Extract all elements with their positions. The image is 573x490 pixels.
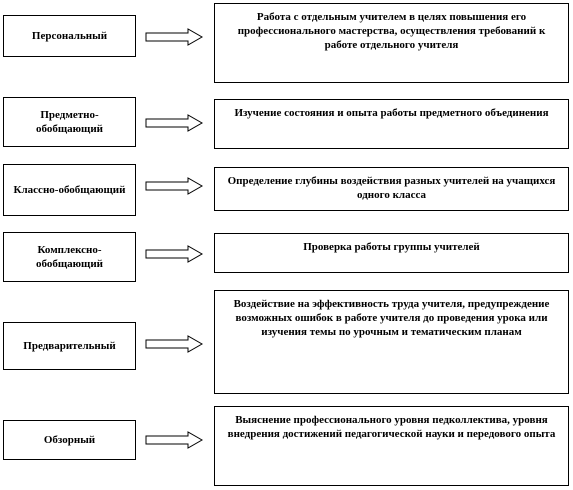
control-type-label: Предметно-обобщающий bbox=[35, 109, 103, 135]
control-type-label: Классно-обобщающий bbox=[13, 184, 126, 196]
control-type-box-subject: Предметно-обобщающий bbox=[3, 97, 136, 147]
control-type-label: Комплексно-обобщающий bbox=[35, 244, 103, 270]
arrow-icon bbox=[145, 28, 203, 46]
description-box-personal: Работа с отдельным учителем в целях повы… bbox=[214, 3, 569, 83]
description-box-subject: Изучение состояния и опыта работы предме… bbox=[214, 99, 569, 149]
control-type-label: Обзорный bbox=[43, 434, 96, 446]
description-text: Определение глубины воздействия разных у… bbox=[227, 175, 556, 201]
arrow-icon bbox=[145, 114, 203, 132]
description-text: Проверка работы группы учителей bbox=[303, 241, 480, 253]
control-type-box-overview: Обзорный bbox=[3, 420, 136, 460]
arrow-icon bbox=[145, 177, 203, 195]
description-box-complex: Проверка работы группы учителей bbox=[214, 233, 569, 273]
control-type-box-class: Классно-обобщающий bbox=[3, 164, 136, 216]
arrow-icon bbox=[145, 335, 203, 353]
control-type-label: Персональный bbox=[31, 30, 108, 42]
description-text: Выяснение профессионального уровня педко… bbox=[227, 414, 556, 440]
description-box-class: Определение глубины воздействия разных у… bbox=[214, 167, 569, 211]
description-box-preliminary: Воздействие на эффективность труда учите… bbox=[214, 290, 569, 394]
control-type-box-personal: Персональный bbox=[3, 15, 136, 57]
description-text: Изучение состояния и опыта работы предме… bbox=[234, 107, 549, 119]
control-type-box-complex: Комплексно-обобщающий bbox=[3, 232, 136, 282]
description-text: Работа с отдельным учителем в целях повы… bbox=[237, 11, 546, 51]
arrow-icon bbox=[145, 245, 203, 263]
control-type-label: Предварительный bbox=[23, 340, 116, 352]
arrow-icon bbox=[145, 431, 203, 449]
description-text: Воздействие на эффективность труда учите… bbox=[233, 298, 550, 338]
description-box-overview: Выяснение профессионального уровня педко… bbox=[214, 406, 569, 486]
control-type-box-preliminary: Предварительный bbox=[3, 322, 136, 370]
